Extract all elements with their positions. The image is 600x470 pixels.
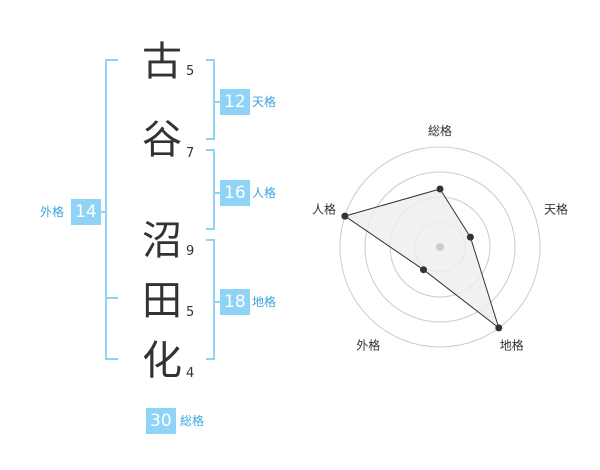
radar-axis-label-5: 人格 (312, 201, 336, 216)
name-char-3: 沼 (142, 218, 182, 264)
name-char-5: 化 (142, 338, 182, 384)
jinkaku-bracket (206, 149, 215, 230)
soukaku-label: 総格 (180, 414, 205, 428)
gaikaku-bracket (105, 59, 118, 360)
soukaku-badge: 30 (146, 408, 176, 434)
radar-ring-4 (339, 146, 541, 348)
radar-point-1 (436, 185, 444, 193)
name-char-2: 谷 (142, 117, 182, 163)
jinkaku-badge: 16 (220, 180, 250, 206)
radar-axis-label-3: 地格 (500, 338, 524, 353)
stroke-count-2: 7 (186, 146, 195, 161)
radar-point-5 (341, 212, 349, 220)
stroke-count-3: 9 (186, 244, 195, 259)
stroke-count-1: 5 (186, 64, 195, 79)
radar-point-2 (466, 233, 474, 241)
chikaku-label: 地格 (252, 295, 277, 309)
gaikaku-badge: 14 (71, 199, 101, 225)
tenkaku-bracket (206, 59, 215, 140)
tenkaku-label: 天格 (252, 95, 277, 109)
radar-point-3 (495, 324, 503, 332)
stroke-count-5: 4 (186, 366, 195, 381)
radar-center-dot (436, 243, 444, 251)
gaikaku-label: 外格 (40, 205, 65, 219)
radar-polygon (343, 188, 500, 330)
jinkaku-label: 人格 (252, 186, 277, 200)
radar-axis-label-4: 外格 (356, 338, 380, 353)
name-char-4: 田 (142, 278, 182, 324)
radar-ring-3 (364, 171, 516, 323)
radar-axis-label-2: 天格 (544, 201, 568, 216)
radar-axis-label-1: 総格 (428, 123, 452, 138)
tenkaku-badge: 12 (220, 89, 250, 115)
name-char-1: 古 (142, 39, 182, 85)
chikaku-bracket (206, 239, 215, 360)
chikaku-badge: 18 (220, 289, 250, 315)
stroke-count-4: 5 (186, 305, 195, 320)
radar-point-4 (420, 266, 427, 274)
